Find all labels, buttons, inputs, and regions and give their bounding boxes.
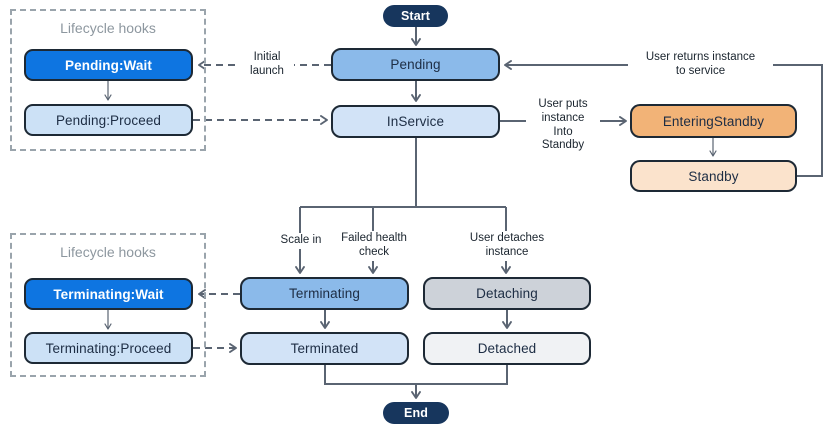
edge-label-scale-in: Scale in [273, 233, 329, 249]
lifecycle-hooks-group-terminating: Lifecycle hooks [10, 233, 206, 377]
state-entering-standby: EnteringStandby [630, 104, 797, 138]
edge-label-initial-launch: Initial launch [240, 50, 294, 80]
edge-label-failed-health-check: Failed health check [337, 231, 411, 261]
hook-pending-wait: Pending:Wait [24, 49, 193, 81]
lifecycle-hooks-group-pending: Lifecycle hooks [10, 9, 206, 151]
edge-label-user-detaches: User detaches instance [462, 231, 552, 261]
lifecycle-hooks-title: Lifecycle hooks [60, 20, 156, 36]
state-detached: Detached [423, 332, 591, 365]
state-pending: Pending [331, 48, 500, 81]
hook-terminating-proceed: Terminating:Proceed [24, 332, 193, 364]
lifecycle-hooks-title: Lifecycle hooks [60, 244, 156, 260]
edge-label-user-puts-standby: User puts instance Into Standby [526, 97, 600, 155]
hook-pending-proceed: Pending:Proceed [24, 104, 193, 136]
edge-label-user-returns: User returns instance to service [628, 50, 773, 80]
start-node: Start [383, 5, 448, 27]
state-standby: Standby [630, 160, 797, 192]
state-detaching: Detaching [423, 277, 591, 310]
end-node: End [383, 402, 449, 424]
state-terminating: Terminating [240, 277, 409, 310]
state-inservice: InService [331, 105, 500, 138]
hook-terminating-wait: Terminating:Wait [24, 278, 193, 310]
state-terminated: Terminated [240, 332, 409, 365]
